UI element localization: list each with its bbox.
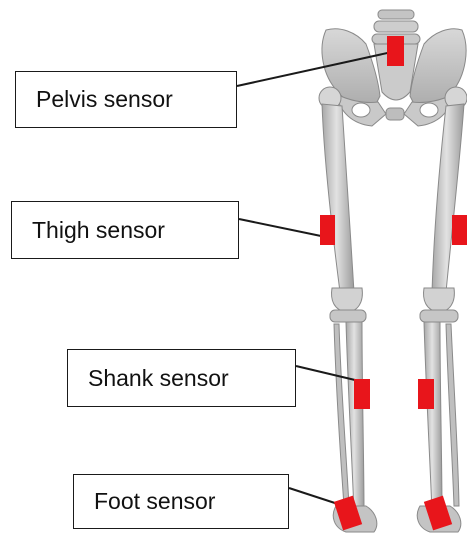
skeleton-icon — [319, 10, 467, 532]
shank-sensor-label: Shank sensor — [67, 349, 296, 407]
right-thigh-sensor-marker — [452, 215, 467, 245]
left-tibia — [346, 322, 364, 512]
thigh-leader-line — [239, 219, 321, 236]
right-knee — [420, 288, 458, 322]
right-shank-sensor-marker — [418, 379, 434, 409]
right-femur — [432, 104, 464, 292]
pelvis-sensor-label: Pelvis sensor — [15, 71, 237, 128]
foot-leader-line — [289, 488, 341, 505]
left-thigh-sensor-marker — [320, 215, 335, 245]
left-femur — [322, 104, 354, 292]
shank-leader-line — [296, 366, 355, 380]
right-tibia — [424, 322, 442, 512]
left-knee — [330, 288, 366, 322]
thigh-sensor-label: Thigh sensor — [11, 201, 239, 259]
left-shank-sensor-marker — [354, 379, 370, 409]
right-fibula — [446, 324, 459, 506]
foot-sensor-label: Foot sensor — [73, 474, 289, 529]
pelvis-sensor-marker — [387, 36, 404, 66]
